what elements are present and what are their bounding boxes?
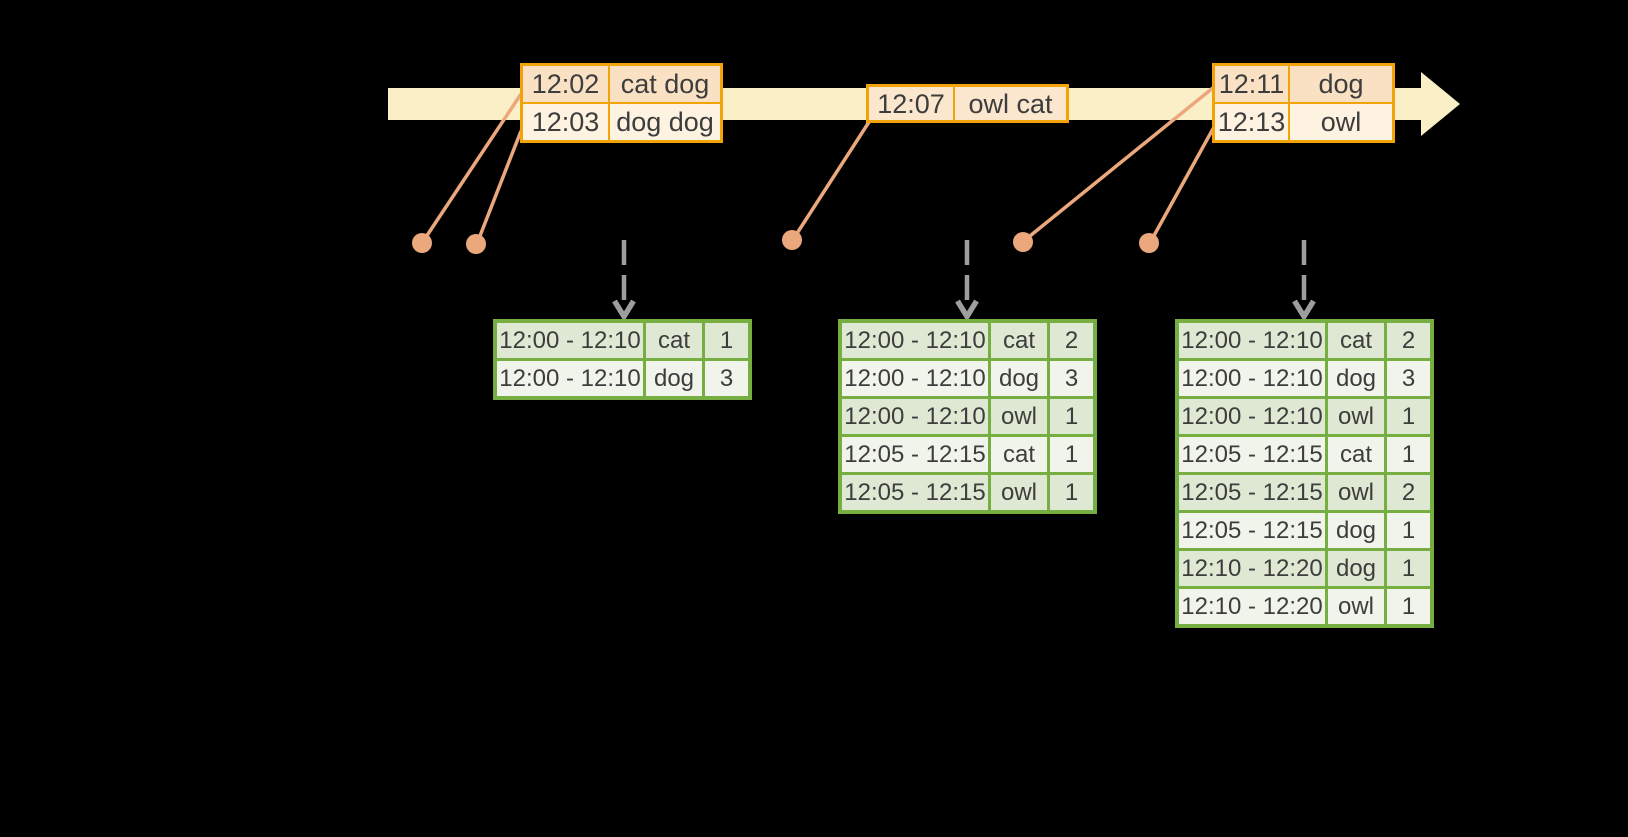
count-cell: 1 xyxy=(702,323,748,358)
window-cell: 12:00 - 12:10 xyxy=(842,361,988,396)
count-cell: 1 xyxy=(1047,437,1093,472)
word-cell: dog xyxy=(643,361,702,396)
result-row: 12:00 - 12:10 cat 1 xyxy=(497,323,748,358)
word-cell: owl xyxy=(1325,399,1384,434)
event-time-cell: 12:13 xyxy=(1215,104,1288,140)
event-dot xyxy=(1013,232,1033,252)
count-cell: 1 xyxy=(1384,513,1430,548)
result-row: 12:10 - 12:20 owl 1 xyxy=(1179,586,1430,624)
count-cell: 3 xyxy=(702,361,748,396)
result-row: 12:10 - 12:20 dog 1 xyxy=(1179,548,1430,586)
result-row: 12:05 - 12:15 cat 1 xyxy=(842,434,1093,472)
event-words-cell: owl xyxy=(1288,104,1392,140)
word-cell: owl xyxy=(1325,589,1384,624)
window-cell: 12:05 - 12:15 xyxy=(1179,475,1325,510)
event-time-cell: 12:11 xyxy=(1215,66,1288,102)
window-cell: 12:00 - 12:10 xyxy=(842,323,988,358)
result-row: 12:00 - 12:10 owl 1 xyxy=(842,396,1093,434)
window-cell: 12:05 - 12:15 xyxy=(842,475,988,510)
count-cell: 1 xyxy=(1047,399,1093,434)
event-row: 12:02 cat dog xyxy=(523,66,720,102)
word-cell: cat xyxy=(988,323,1047,358)
result-row: 12:05 - 12:15 dog 1 xyxy=(1179,510,1430,548)
event-dot xyxy=(412,233,432,253)
window-cell: 12:05 - 12:15 xyxy=(1179,437,1325,472)
word-cell: owl xyxy=(988,475,1047,510)
word-cell: owl xyxy=(988,399,1047,434)
event-leader-line xyxy=(1023,85,1216,242)
event-leader-line xyxy=(422,93,523,241)
event-leader-line xyxy=(1149,126,1216,242)
word-cell: dog xyxy=(988,361,1047,396)
event-table-1: 12:02 cat dog 12:03 dog dog xyxy=(520,63,723,143)
count-cell: 3 xyxy=(1047,361,1093,396)
result-row: 12:00 - 12:10 cat 2 xyxy=(842,323,1093,358)
window-cell: 12:05 - 12:15 xyxy=(842,437,988,472)
count-cell: 1 xyxy=(1384,437,1430,472)
word-cell: cat xyxy=(988,437,1047,472)
window-cell: 12:10 - 12:20 xyxy=(1179,589,1325,624)
event-row: 12:13 owl xyxy=(1215,102,1392,140)
trigger-arrow-icon xyxy=(1292,240,1316,322)
event-words-cell: cat dog xyxy=(608,66,720,102)
event-dot xyxy=(466,234,486,254)
event-time-cell: 12:07 xyxy=(869,87,953,120)
event-leader-line xyxy=(476,130,523,242)
result-table-1: 12:00 - 12:10 cat 1 12:00 - 12:10 dog 3 xyxy=(493,319,752,400)
event-table-3: 12:11 dog 12:13 owl xyxy=(1212,63,1395,143)
event-time-cell: 12:03 xyxy=(523,104,608,140)
count-cell: 1 xyxy=(1047,475,1093,510)
event-table-2: 12:07 owl cat xyxy=(866,84,1069,123)
count-cell: 3 xyxy=(1384,361,1430,396)
window-cell: 12:05 - 12:15 xyxy=(1179,513,1325,548)
event-dot xyxy=(1139,233,1159,253)
result-row: 12:00 - 12:10 dog 3 xyxy=(497,358,748,396)
word-cell: cat xyxy=(1325,323,1384,358)
word-cell: dog xyxy=(1325,551,1384,586)
count-cell: 1 xyxy=(1384,399,1430,434)
result-row: 12:00 - 12:10 owl 1 xyxy=(1179,396,1430,434)
window-cell: 12:00 - 12:10 xyxy=(1179,323,1325,358)
result-row: 12:05 - 12:15 owl 1 xyxy=(842,472,1093,510)
event-row: 12:07 owl cat xyxy=(869,87,1066,120)
trigger-arrow-icon xyxy=(612,240,636,322)
word-cell: owl xyxy=(1325,475,1384,510)
result-row: 12:05 - 12:15 cat 1 xyxy=(1179,434,1430,472)
window-cell: 12:00 - 12:10 xyxy=(497,323,643,358)
event-words-cell: dog dog xyxy=(608,104,720,140)
event-words-cell: owl cat xyxy=(953,87,1066,120)
timeline-arrowhead-icon xyxy=(1421,72,1460,136)
result-row: 12:05 - 12:15 owl 2 xyxy=(1179,472,1430,510)
event-words-cell: dog xyxy=(1288,66,1392,102)
count-cell: 2 xyxy=(1047,323,1093,358)
result-table-3: 12:00 - 12:10 cat 2 12:00 - 12:10 dog 3 … xyxy=(1175,319,1434,628)
result-row: 12:00 - 12:10 dog 3 xyxy=(1179,358,1430,396)
window-cell: 12:00 - 12:10 xyxy=(497,361,643,396)
window-cell: 12:00 - 12:10 xyxy=(1179,361,1325,396)
window-cell: 12:00 - 12:10 xyxy=(1179,399,1325,434)
window-cell: 12:10 - 12:20 xyxy=(1179,551,1325,586)
event-dot xyxy=(782,230,802,250)
word-cell: dog xyxy=(1325,513,1384,548)
count-cell: 1 xyxy=(1384,551,1430,586)
result-table-2: 12:00 - 12:10 cat 2 12:00 - 12:10 dog 3 … xyxy=(838,319,1097,514)
word-cell: cat xyxy=(1325,437,1384,472)
count-cell: 1 xyxy=(1384,589,1430,624)
word-cell: dog xyxy=(1325,361,1384,396)
window-cell: 12:00 - 12:10 xyxy=(842,399,988,434)
count-cell: 2 xyxy=(1384,323,1430,358)
word-cell: cat xyxy=(643,323,702,358)
count-cell: 2 xyxy=(1384,475,1430,510)
event-row: 12:03 dog dog xyxy=(523,102,720,140)
event-leader-line xyxy=(792,121,871,239)
event-row: 12:11 dog xyxy=(1215,66,1392,102)
result-row: 12:00 - 12:10 dog 3 xyxy=(842,358,1093,396)
event-time-cell: 12:02 xyxy=(523,66,608,102)
trigger-arrow-icon xyxy=(955,240,979,322)
result-row: 12:00 - 12:10 cat 2 xyxy=(1179,323,1430,358)
